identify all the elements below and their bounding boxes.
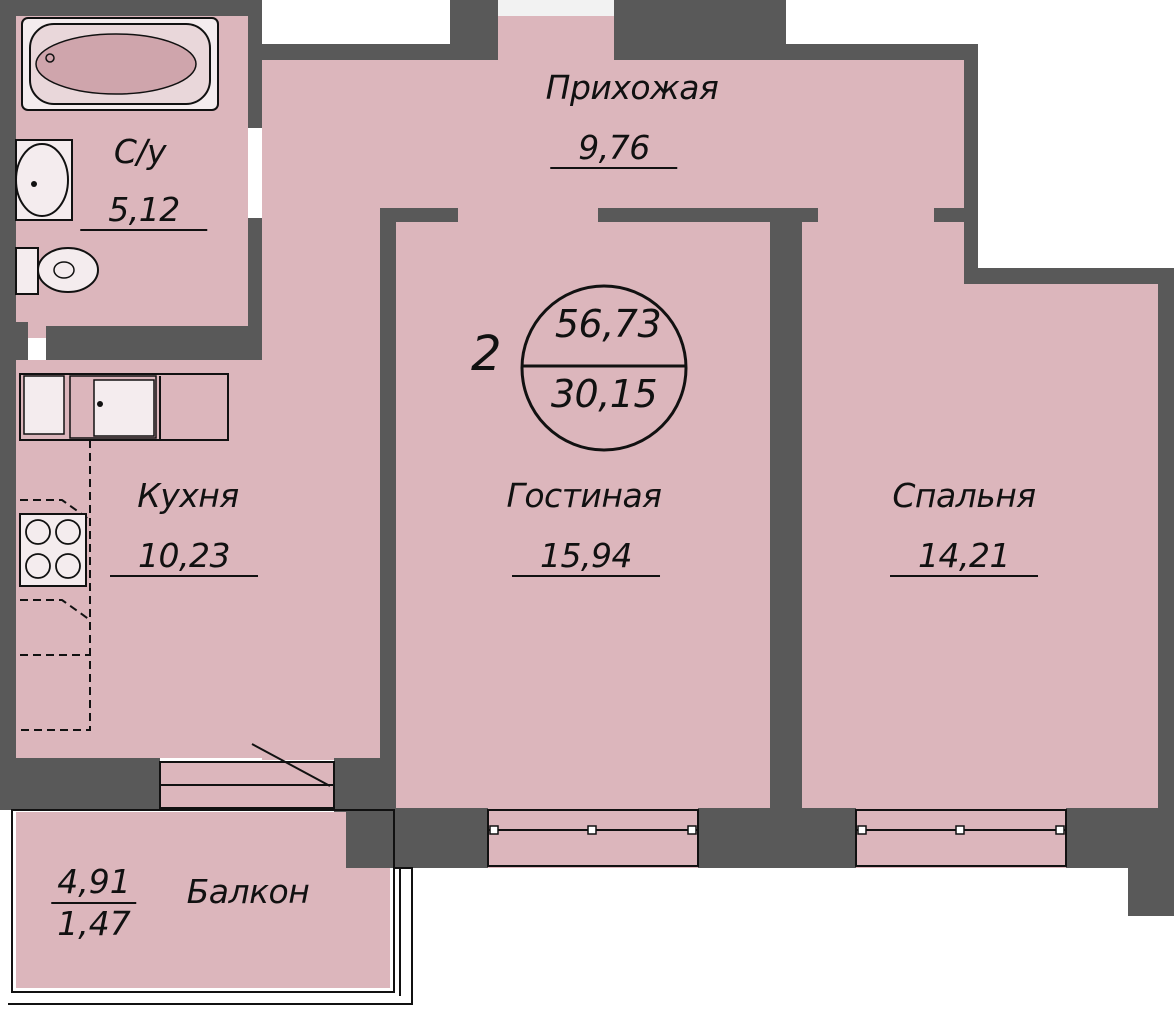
kitchen-name: Кухня: [137, 476, 239, 515]
living-floor: [396, 222, 770, 808]
balcony-rails: [8, 809, 413, 1005]
area-summary-circle: [520, 284, 688, 452]
bathroom-name: С/у: [113, 132, 167, 171]
hallway-name: Прихожая: [545, 68, 719, 107]
bathtub-icon: [21, 17, 219, 111]
living-area-value: 15,94: [512, 536, 660, 577]
living-area-total: 30,15: [550, 372, 658, 416]
kitchen-sink-icon: [19, 373, 229, 441]
bathroom-area-value: 5,12: [80, 190, 208, 231]
stove-icon: [19, 513, 87, 587]
kitchen-area: 10,23: [110, 536, 258, 577]
walls: [0, 0, 1174, 916]
balcony-area-reduced: 1,47: [57, 904, 131, 943]
entrance-door: [498, 0, 614, 16]
toilet-icon: [15, 247, 99, 295]
living-name: Гостиная: [506, 476, 662, 515]
kitchen-area-value: 10,23: [110, 536, 258, 577]
bedroom-floor: [802, 222, 1158, 808]
windows: [159, 743, 1067, 867]
rooms-count: 2: [470, 326, 502, 382]
bedroom-name: Спальня: [892, 476, 1036, 515]
balcony-name: Балкон: [186, 872, 310, 911]
balcony-area-total: 4,91: [51, 862, 137, 904]
balcony-area: 4,91 1,47: [51, 862, 137, 944]
bedroom-area-value: 14,21: [890, 536, 1038, 577]
hallway-area: 9,76: [550, 128, 678, 169]
bedroom-area: 14,21: [890, 536, 1038, 577]
hallway-area-value: 9,76: [550, 128, 678, 169]
bathroom-area: 5,12: [80, 190, 208, 231]
balcony-floor: [16, 812, 390, 988]
sink-icon: [15, 139, 73, 221]
countertop-outline: [20, 440, 91, 731]
total-area: 56,73: [554, 302, 662, 346]
living-area: 15,94: [512, 536, 660, 577]
